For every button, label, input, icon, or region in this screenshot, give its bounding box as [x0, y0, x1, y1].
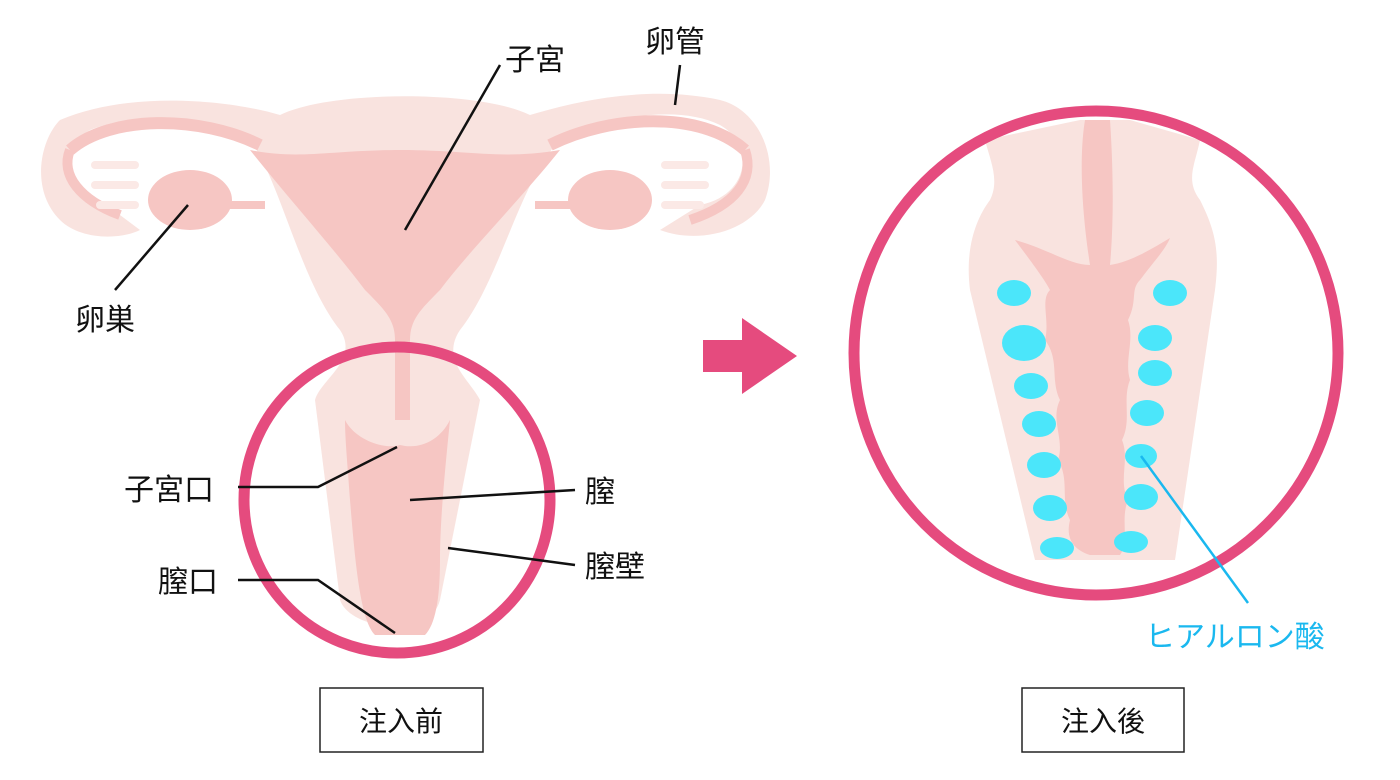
arrow-right-icon [703, 318, 797, 394]
caption-before: 注入前 [319, 687, 484, 753]
caption-before-text: 注入前 [359, 705, 443, 738]
label-vaginal-opening: 膣口 [158, 565, 218, 600]
leader-hyaluronic-acid [1139, 455, 1250, 604]
leader-lines [114, 64, 682, 635]
vagina-shape [345, 420, 450, 635]
uterus-illustration [41, 93, 770, 635]
label-vagina: 膣 [585, 475, 615, 510]
caption-after-text: 注入後 [1061, 705, 1145, 738]
before-zoom-circle [238, 341, 556, 659]
ovary-right [568, 170, 652, 230]
label-ovary: 卵巣 [75, 303, 135, 338]
label-hyaluronic-acid: ヒアルロン酸 [1145, 620, 1325, 655]
after-zoom-circle [848, 105, 1344, 601]
label-vaginal-wall: 膣壁 [585, 550, 645, 585]
caption-after: 注入後 [1021, 687, 1185, 753]
label-fallopian-tube: 卵管 [645, 25, 705, 60]
ovary-left [148, 170, 232, 230]
hyaluronic-acid-deposits [997, 280, 1187, 559]
label-uterus: 子宮 [505, 43, 565, 78]
label-cervix: 子宮口 [124, 473, 214, 508]
